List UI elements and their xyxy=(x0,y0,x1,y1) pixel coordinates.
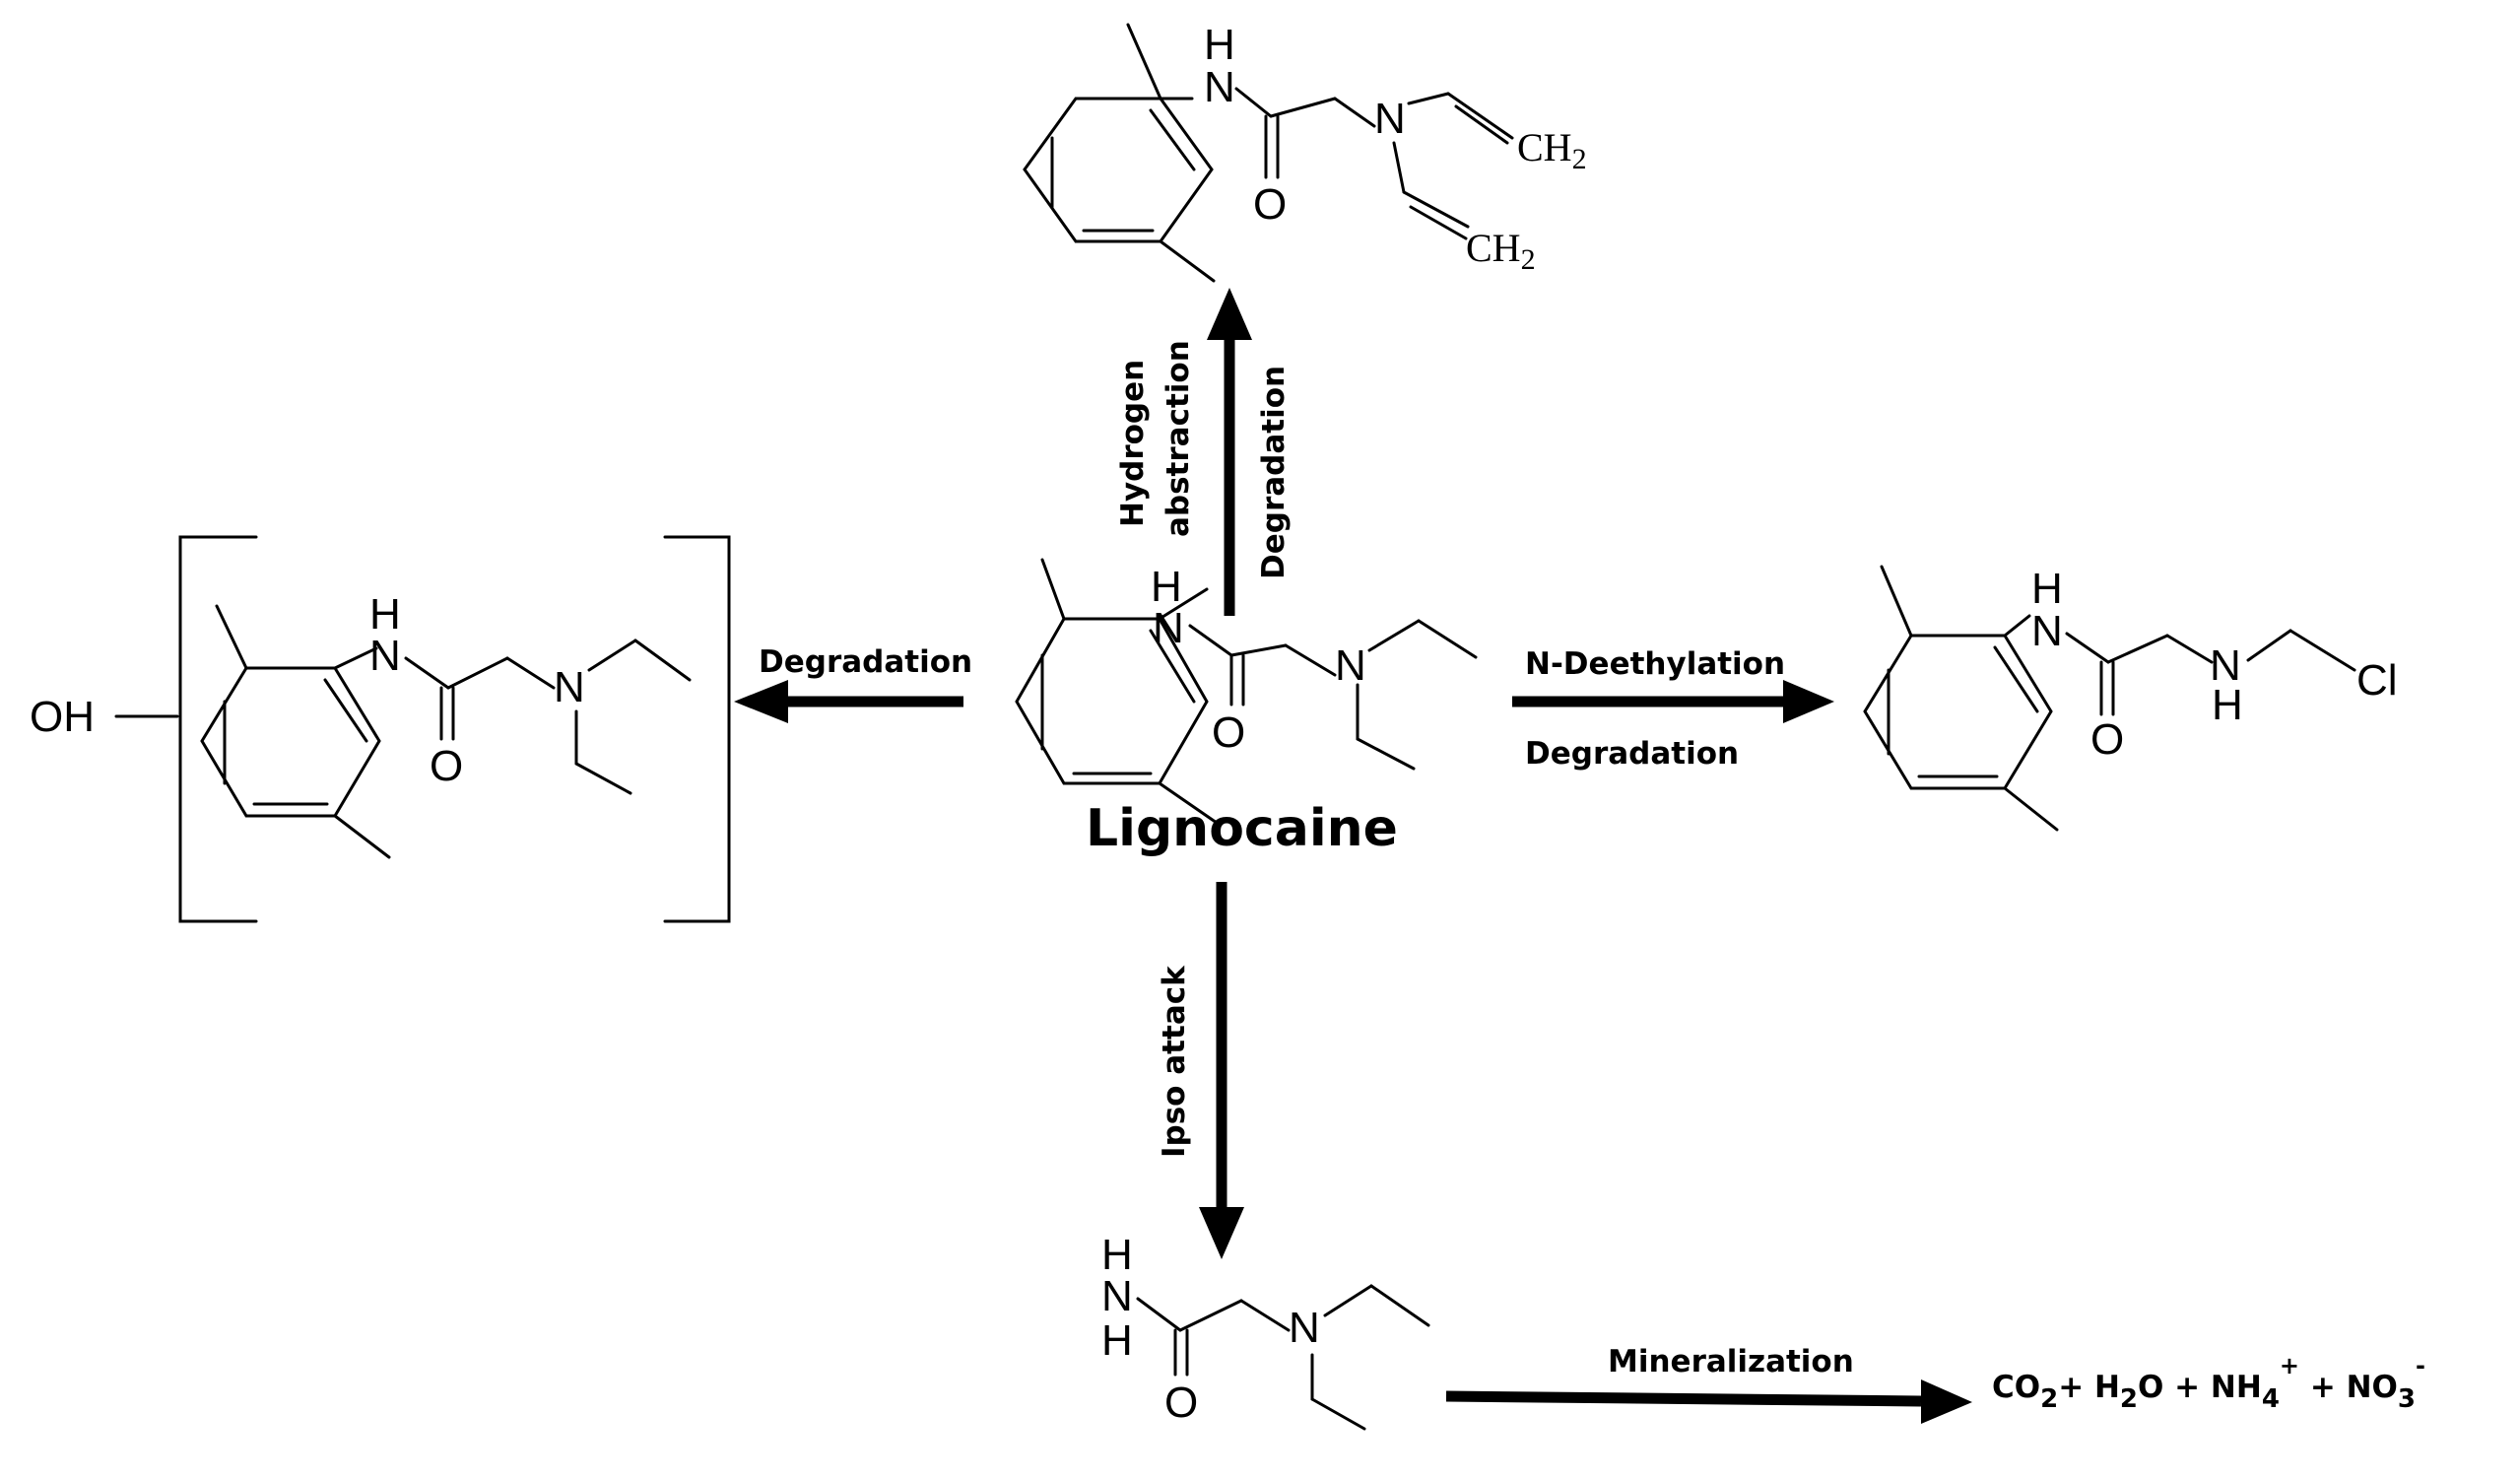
bottom-amine-n-label: N xyxy=(1289,1304,1320,1352)
left-product-structure: H N O N OH xyxy=(30,535,731,923)
amine-n-label: N xyxy=(1335,641,1366,690)
bottom-n-label: N xyxy=(1101,1272,1133,1320)
top-ch2-b: CH2 xyxy=(1466,226,1536,276)
carbonyl-o-label: O xyxy=(1212,708,1245,757)
bottom-h-top-label: H xyxy=(1101,1231,1133,1279)
arrow-mineralization xyxy=(1445,1379,1972,1424)
left-amine-n-label: N xyxy=(554,663,585,711)
left-degradation-label: Degradation xyxy=(759,644,972,680)
abstraction-label: abstraction xyxy=(1161,340,1196,537)
right-product-structure: H N O N H Cl xyxy=(1863,565,2398,832)
top-o-label: O xyxy=(1253,180,1287,229)
nh-h-label: H xyxy=(1151,563,1182,611)
ipso-attack-label: Ipso attack xyxy=(1157,965,1192,1158)
top-nh-n-label: N xyxy=(1204,63,1235,111)
top-amine-n-label: N xyxy=(1374,95,1406,143)
bottom-product-structure: H N H O N xyxy=(1101,1231,1430,1431)
bottom-h-bottom-label: H xyxy=(1101,1316,1133,1365)
n-deethylation-label: N-Deethylation xyxy=(1525,646,1785,682)
bottom-o-label: O xyxy=(1164,1379,1198,1427)
nh-n-label: N xyxy=(1153,604,1184,652)
mineralization-products: CO2+ H2O + NH4+ + NO3- xyxy=(1992,1352,2425,1414)
arrow-right xyxy=(1512,680,1834,723)
top-ch2-a: CH2 xyxy=(1517,125,1587,175)
hydroxyl-label: OH xyxy=(30,693,95,741)
top-degradation-label: Degradation xyxy=(1256,366,1292,579)
left-nh-n-label: N xyxy=(369,632,401,680)
right-degradation-label: Degradation xyxy=(1525,736,1739,772)
right-amine-n-label: N xyxy=(2210,641,2241,690)
mineralization-label: Mineralization xyxy=(1608,1344,1854,1379)
top-product-structure: H N O N CH2 CH2 xyxy=(1023,21,1587,283)
top-nh-h-label: H xyxy=(1204,21,1235,69)
lignocaine-structure: H N O N Lignocaine xyxy=(1015,558,1478,858)
arrow-down xyxy=(1199,882,1244,1259)
compound-name: Lignocaine xyxy=(1086,799,1398,858)
chlorine-label: Cl xyxy=(2356,656,2398,705)
right-o-label: O xyxy=(2090,715,2124,764)
right-nh-n-label: N xyxy=(2031,607,2063,655)
left-o-label: O xyxy=(430,742,463,790)
left-nh-h-label: H xyxy=(369,590,401,639)
hydrogen-label: Hydrogen xyxy=(1115,360,1151,527)
arrow-left xyxy=(734,680,963,723)
right-amine-h-label: H xyxy=(2212,681,2243,729)
right-nh-h-label: H xyxy=(2031,565,2063,613)
arrow-up xyxy=(1207,288,1252,616)
